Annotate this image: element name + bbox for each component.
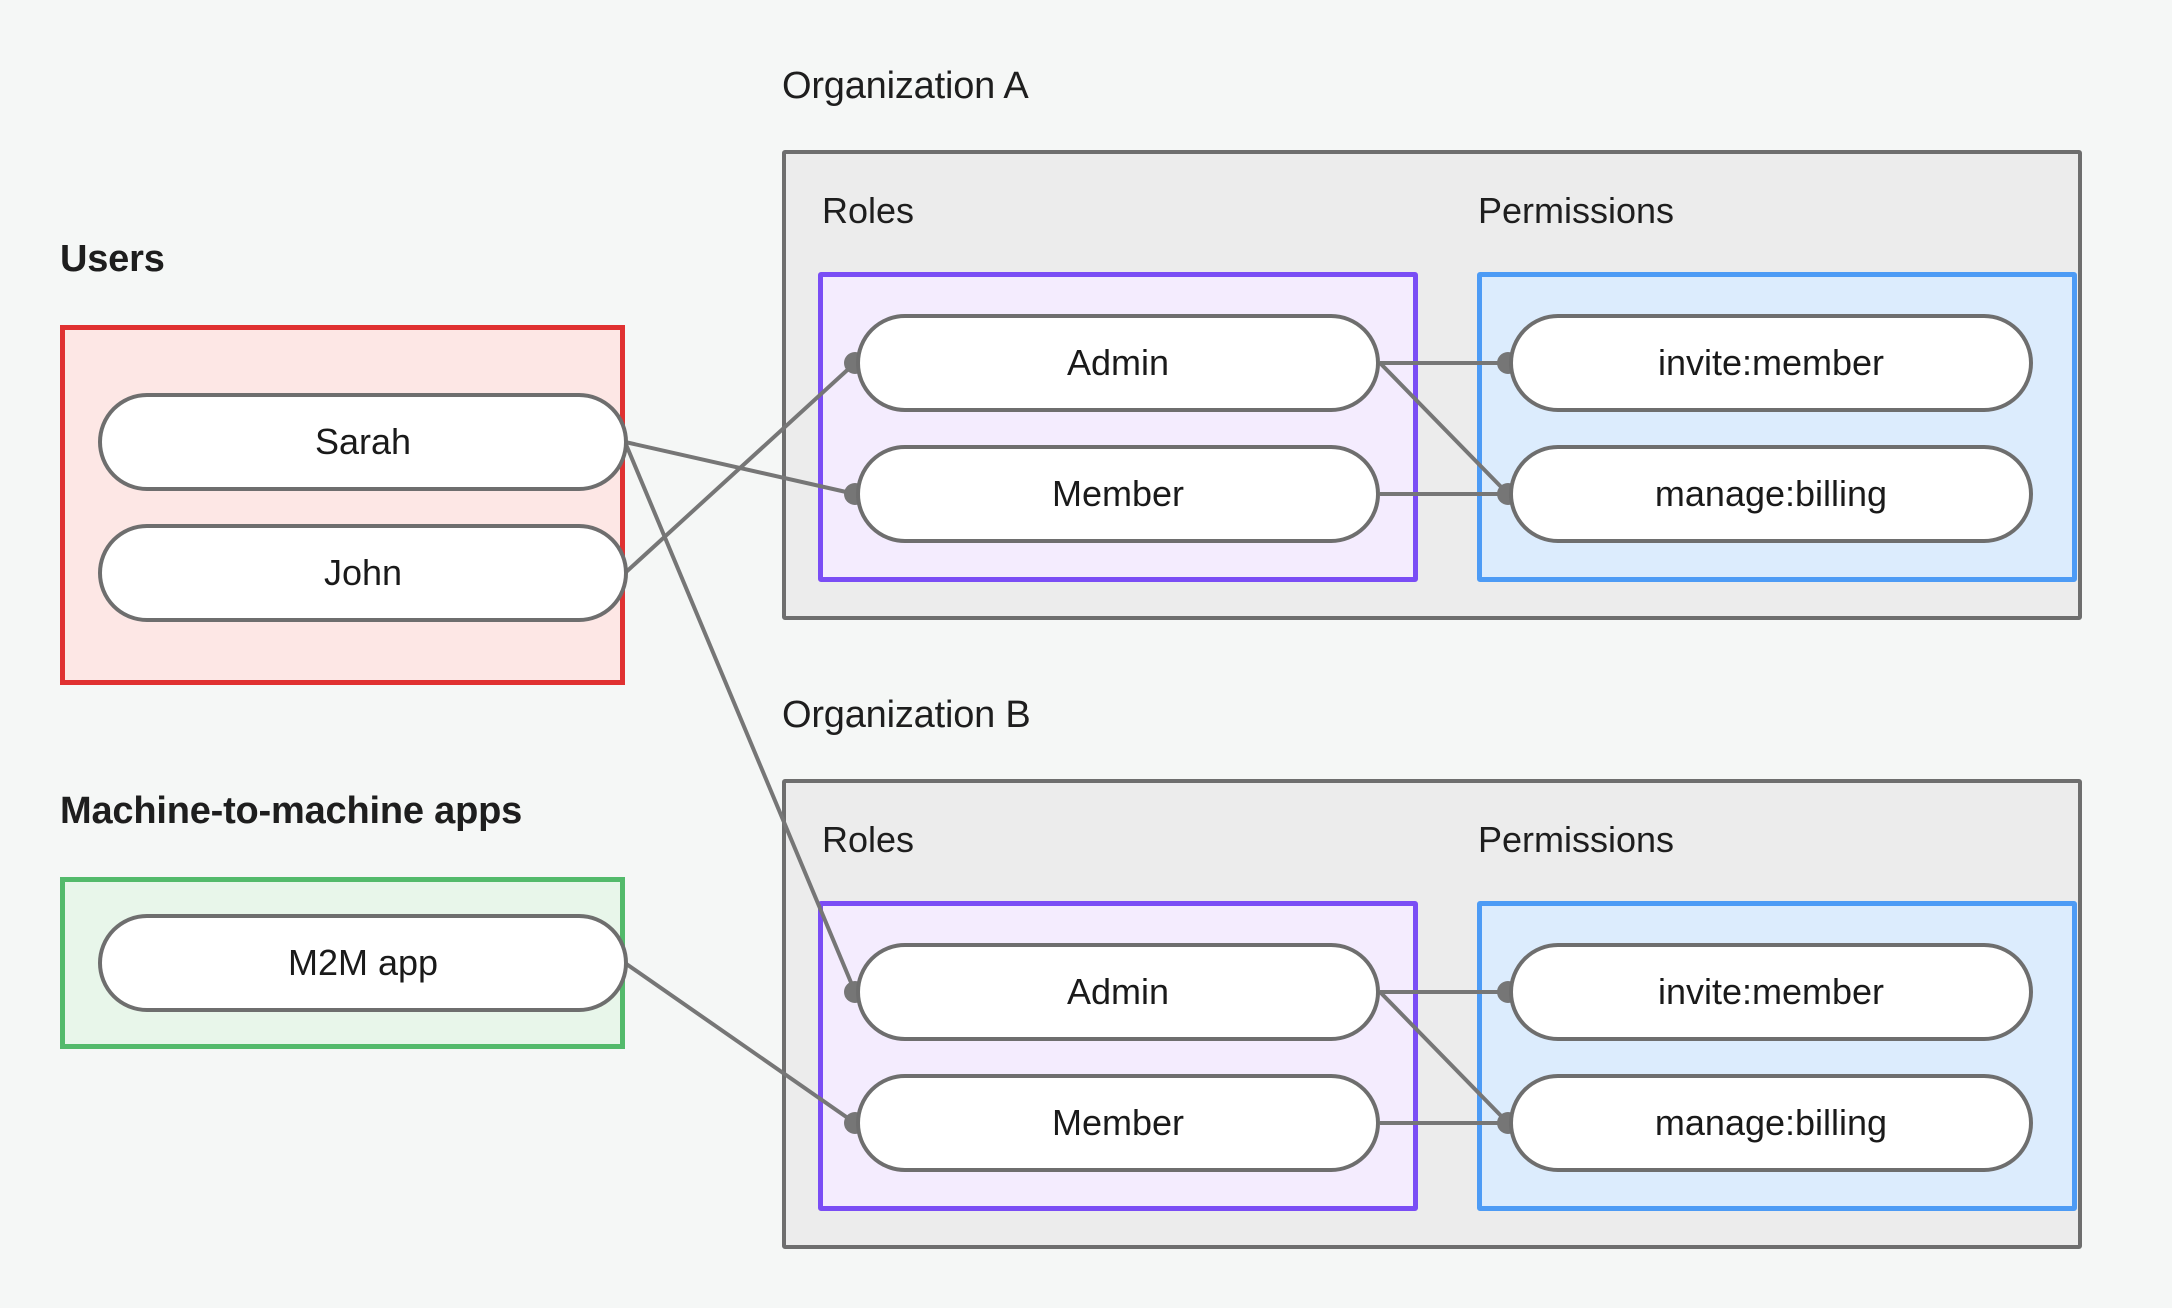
m2m-caption: Machine-to-machine apps (60, 790, 523, 832)
organization-a-role-pill-member[interactable]: Member (856, 445, 1380, 543)
organization-b-permission-pill-invite-member[interactable]: invite:member (1509, 943, 2033, 1041)
organization-b-role-pill-member[interactable]: Member (856, 1074, 1380, 1172)
organization-a-permission-pill-invite-member[interactable]: invite:member (1509, 314, 2033, 412)
users-group-box (60, 325, 625, 685)
organization-b-caption: Organization B (782, 694, 1031, 736)
organization-a-permission-pill-manage-billing[interactable]: manage:billing (1509, 445, 2033, 543)
m2m-pill-app[interactable]: M2M app (98, 914, 628, 1012)
users-caption: Users (60, 238, 165, 280)
organization-b-permission-pill-manage-billing[interactable]: manage:billing (1509, 1074, 2033, 1172)
organization-a-roles-caption: Roles (822, 190, 915, 231)
organization-a-role-pill-admin[interactable]: Admin (856, 314, 1380, 412)
organization-b-role-pill-admin[interactable]: Admin (856, 943, 1380, 1041)
organization-a-permissions-caption: Permissions (1478, 190, 1675, 231)
user-pill-john[interactable]: John (98, 524, 628, 622)
organization-b-permissions-caption: Permissions (1478, 819, 1675, 860)
organization-b-roles-caption: Roles (822, 819, 915, 860)
organization-a-caption: Organization A (782, 65, 1029, 107)
user-pill-sarah[interactable]: Sarah (98, 393, 628, 491)
